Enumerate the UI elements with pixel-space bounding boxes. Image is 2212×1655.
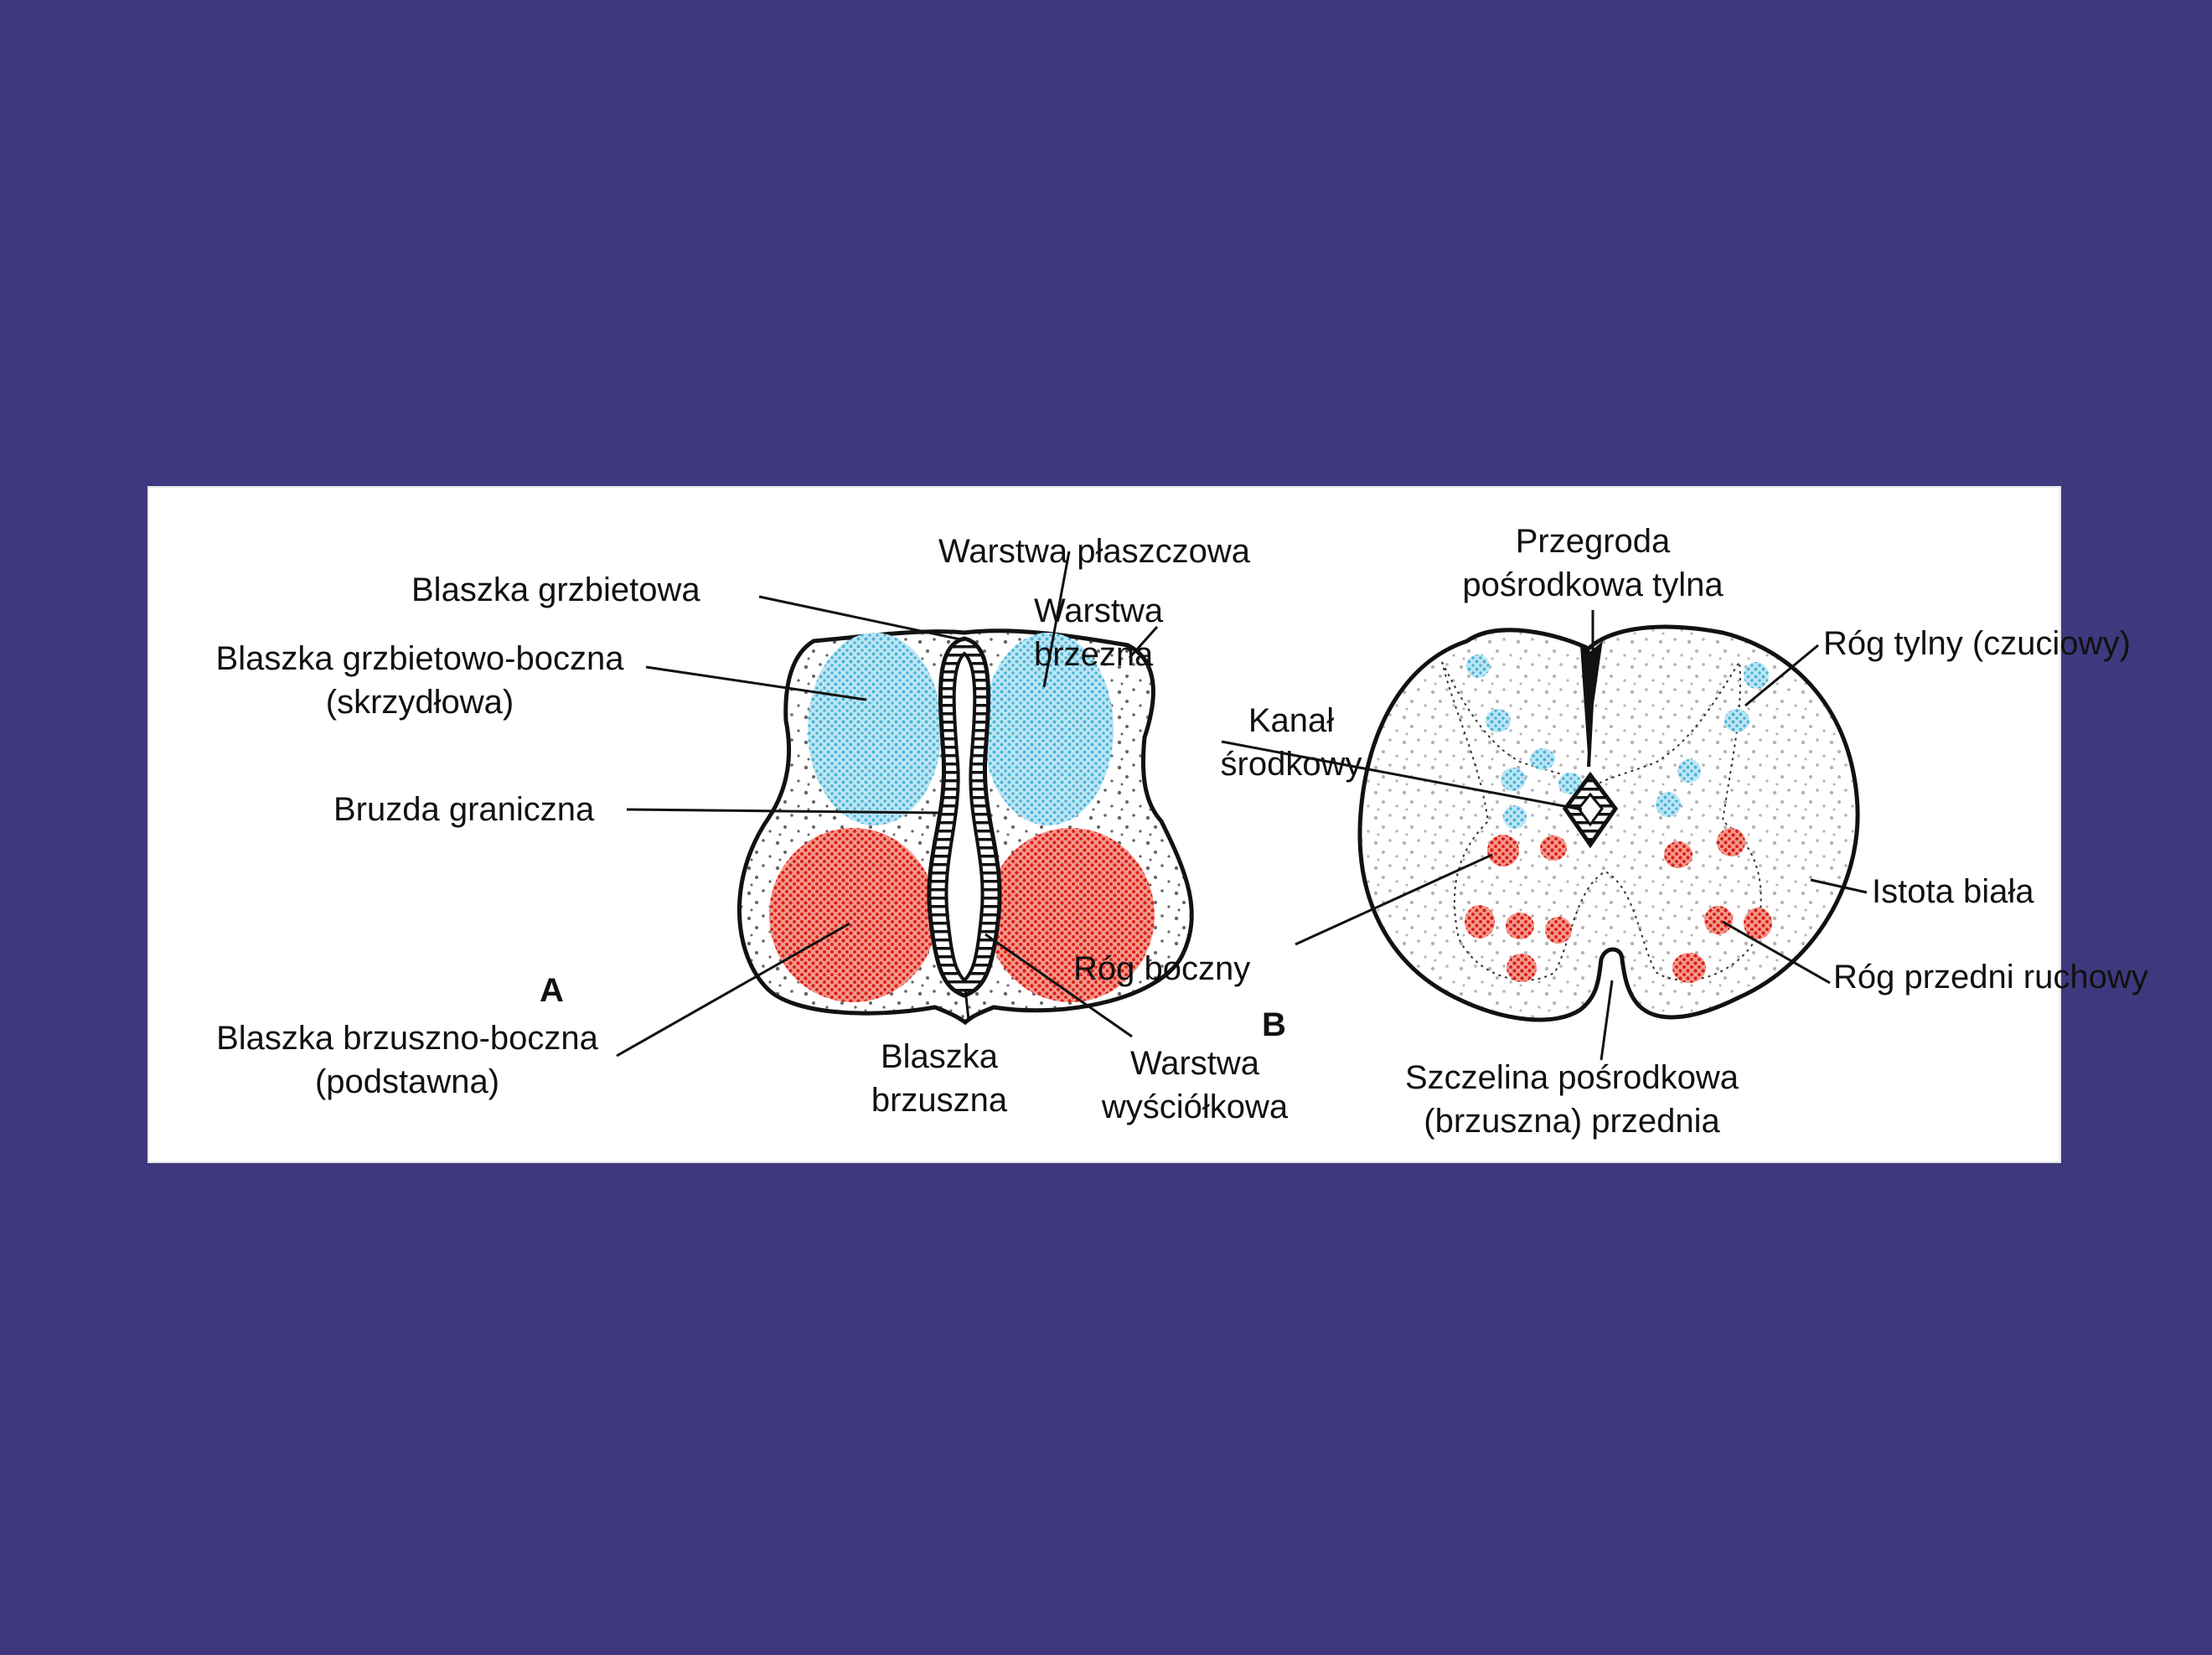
label-blaszka-grzbietowa: Blaszka grzbietowa [411, 571, 700, 608]
label-letter-b: B [1262, 1006, 1286, 1043]
figure-panel: Warstwa płaszczowa Blaszka grzbietowa Wa… [147, 486, 2148, 1163]
label-warstwa-plaszczowa: Warstwa płaszczowa [938, 533, 1250, 570]
label-istota-biala: Istota biała [1872, 873, 2034, 910]
diagram-b [1357, 624, 1860, 1022]
label-blaszka-brzuszna-2: brzuszna [871, 1082, 1008, 1119]
label-warstwa-wysciolkowa-2: wyściółkowa [1101, 1089, 1289, 1125]
label-bruzda-graniczna: Bruzda graniczna [333, 791, 595, 828]
label-przegroda-2: pośrodkowa tylna [1462, 566, 1724, 603]
alar-plate-right [983, 633, 1114, 825]
basal-plate-right [987, 828, 1155, 1002]
spinal-cord-diagram [147, 486, 2061, 1163]
central-lumen [944, 651, 985, 983]
label-rog-tylny: Róg tylny (czuciowy) [1823, 625, 2131, 662]
label-rog-przedni: Róg przedni ruchowy [1833, 959, 2148, 996]
alar-plate-left [808, 633, 942, 825]
label-blaszka-brzuszno-boczna-2: (podstawna) [314, 1063, 500, 1100]
panel-edge [147, 486, 2061, 1163]
label-szczelina-2: (brzuszna) przednia [1424, 1103, 1720, 1140]
label-kanal-2: środkowy [1220, 746, 1362, 783]
dorsal-horn-clusters [1466, 654, 1769, 829]
label-kanal-1: Kanał [1248, 702, 1335, 739]
basal-plate-left [769, 828, 937, 1002]
diagram-a [737, 628, 1194, 1026]
label-blaszka-brzuszno-boczna-1: Blaszka brzuszno-boczna [216, 1020, 598, 1057]
ventral-horn-clusters [1465, 828, 1772, 983]
label-warstwa-brzezna-2: brzeżna [1034, 636, 1154, 673]
label-szczelina-1: Szczelina pośrodkowa [1405, 1059, 1739, 1096]
label-warstwa-wysciolkowa-1: Warstwa [1129, 1045, 1260, 1082]
posterior-median-septum [1579, 641, 1603, 768]
label-warstwa-brzezna-1: Warstwa [1034, 592, 1164, 629]
label-przegroda-1: Przegroda [1515, 523, 1671, 560]
label-blaszka-brzuszna-1: Blaszka [880, 1038, 999, 1075]
label-blaszka-grzbietowo-boczna-2: (skrzydłowa) [325, 684, 514, 721]
leaders-a [616, 551, 1159, 1058]
label-letter-a: A [540, 972, 564, 1009]
label-rog-boczny: Róg boczny [1073, 950, 1251, 987]
label-blaszka-grzbietowo-boczna-1: Blaszka grzbietowo-boczna [215, 640, 624, 677]
leaders-b [1221, 610, 1868, 1061]
